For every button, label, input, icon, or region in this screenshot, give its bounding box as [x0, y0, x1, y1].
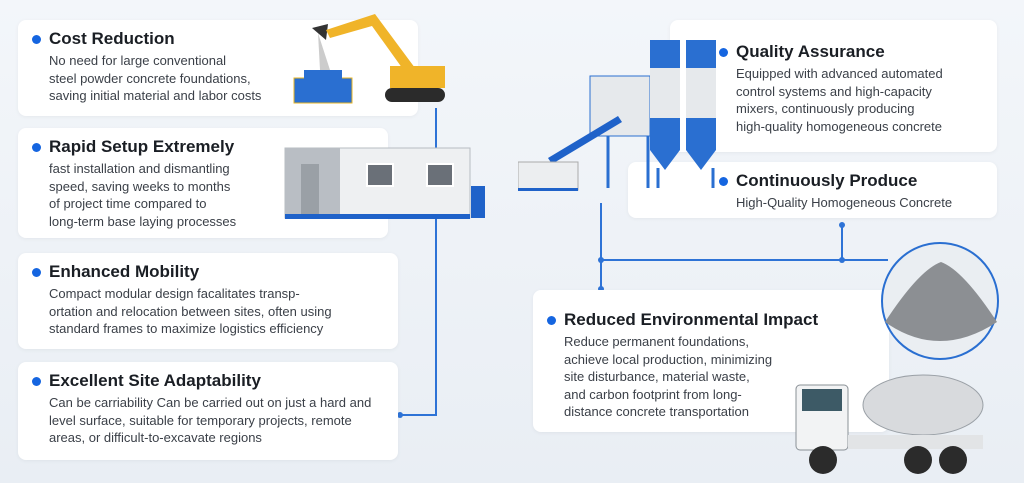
card-body: Can be carriability Can be carried out o… [49, 395, 372, 445]
connector-node [598, 286, 604, 292]
card-title: Reduced Environmental Impact [564, 310, 819, 329]
card-continuously-produce: Continuously Produce High-Quality Homoge… [628, 162, 997, 218]
card-title: Quality Assurance [736, 42, 885, 61]
connector-line [398, 414, 436, 416]
connector-line [435, 108, 437, 416]
card-body: Reduce permanent foundations, achieve lo… [564, 334, 773, 419]
mixer-truck-icon [795, 374, 984, 474]
connector-node [598, 257, 604, 263]
card-rapid-setup: Rapid Setup Extremely fast installation … [18, 128, 388, 238]
batching-plant-icon [518, 40, 716, 191]
excavator-icon [293, 14, 445, 104]
card-body: High-Quality Homogeneous Concrete [736, 195, 953, 210]
card-body: fast installation and dismantling speed,… [49, 161, 237, 229]
card-body: No need for large conventional steel pow… [49, 53, 262, 103]
card-site-adaptability: Excellent Site Adaptability Can be carri… [18, 362, 398, 460]
connector-node [839, 257, 845, 263]
card-body: Equipped with advanced automated control… [736, 66, 943, 134]
gravel-pile-icon [881, 242, 999, 360]
card-quality-assurance: Quality Assurance Equipped with advanced… [670, 20, 997, 152]
bullet-icon [32, 267, 41, 277]
bullet-icon [32, 142, 41, 152]
connector-line [600, 203, 602, 289]
connector-line [600, 259, 888, 261]
container-office-icon [284, 147, 485, 219]
bullet-icon [719, 176, 728, 186]
bullet-icon [32, 34, 41, 44]
bullet-icon [32, 376, 41, 386]
bullet-icon [547, 315, 556, 325]
card-body: Compact modular design facalitates trans… [49, 286, 332, 336]
card-enhanced-mobility: Enhanced Mobility Compact modular design… [18, 253, 398, 349]
card-title: Excellent Site Adaptability [49, 371, 261, 390]
bullet-icon [719, 47, 728, 57]
card-title: Rapid Setup Extremely [49, 137, 235, 156]
connector-line [841, 224, 843, 260]
connector-node [397, 412, 403, 418]
card-title: Continuously Produce [736, 171, 918, 190]
connector-node [839, 222, 845, 228]
card-title: Enhanced Mobility [49, 262, 200, 281]
card-title: Cost Reduction [49, 29, 175, 48]
